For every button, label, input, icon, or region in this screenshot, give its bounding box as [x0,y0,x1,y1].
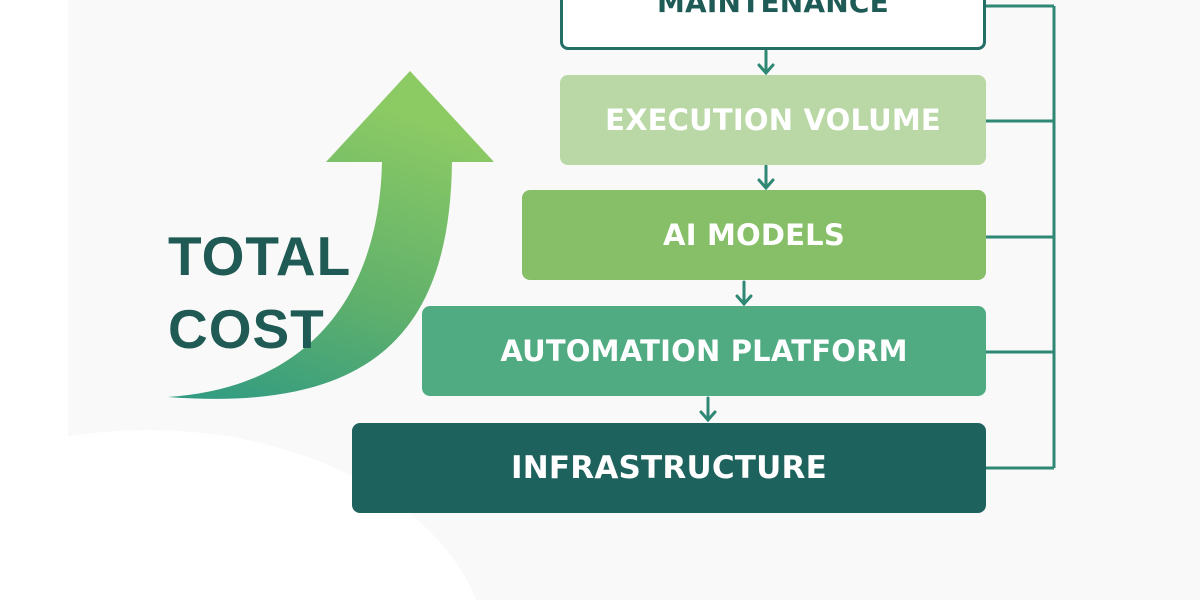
total-cost-line-1: TOTAL [168,225,352,287]
cost-increase-arrow [168,71,494,399]
layer-maintenance: MAINTENANCE [560,0,986,50]
layer-execution-volume: EXECUTION VOLUME [560,75,986,165]
layer-maintenance-label: MAINTENANCE [656,0,890,19]
total-cost-line-2: COST [168,298,325,361]
layer-ai-models-label: AI MODELS [663,218,845,252]
layer-automation-platform: AUTOMATION PLATFORM [422,306,986,396]
layer-execution-volume-label: EXECUTION VOLUME [605,103,941,137]
flow-connector-arrows [699,49,775,423]
layer-infrastructure-label: INFRASTRUCTURE [511,450,827,486]
layer-infrastructure: INFRASTRUCTURE [352,423,986,513]
layer-ai-models: AI MODELS [522,190,986,280]
total-cost-label: TOTAL COST [168,220,388,366]
cost-bracket-lines [986,4,1056,470]
layer-automation-platform-label: AUTOMATION PLATFORM [500,334,908,368]
